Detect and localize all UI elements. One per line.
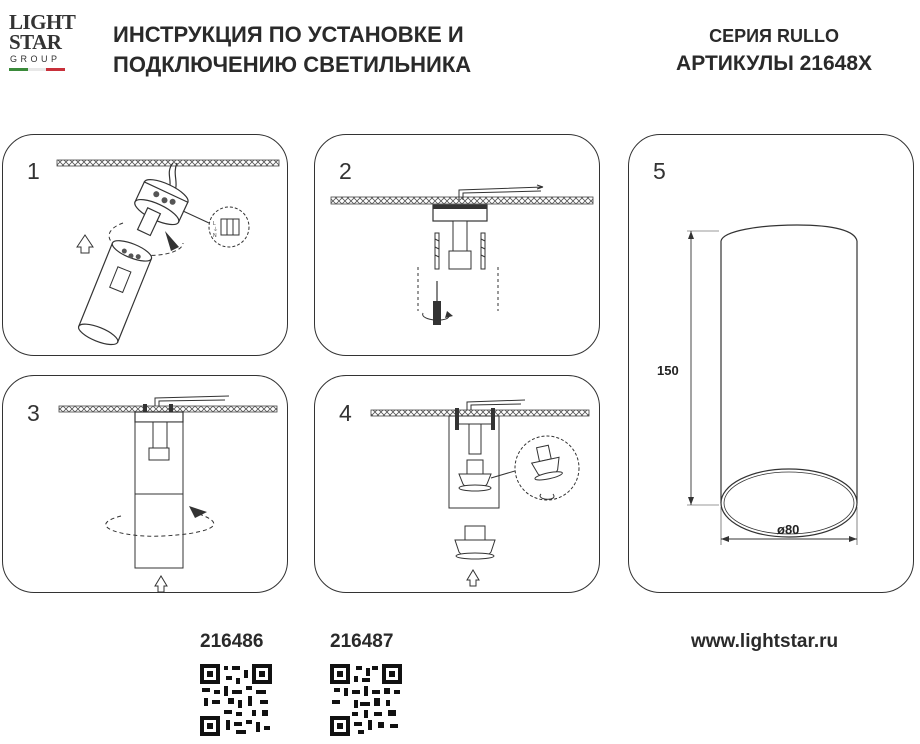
series-block: СЕРИЯ RULLO АРТИКУЛЫ 21648X <box>676 22 872 78</box>
wire <box>458 184 544 200</box>
article-code-1: 216486 <box>200 631 264 652</box>
article-code-2: 216487 <box>330 631 394 652</box>
ceiling <box>370 409 590 417</box>
arrow-head-icon <box>165 231 179 251</box>
step-number: 5 <box>653 158 666 184</box>
terminal-label-n: N <box>213 233 217 239</box>
step-4-illustration <box>370 399 590 587</box>
up-arrow-icon <box>76 234 94 254</box>
wall-plug-icon <box>433 301 441 325</box>
step-number: 1 <box>27 158 40 184</box>
step-1-panel: 1 L ⏚ N <box>2 134 288 356</box>
up-arrow-icon <box>154 575 168 593</box>
dimensions-drawing: 150 ø80 <box>657 224 858 545</box>
screw-icon <box>480 232 486 270</box>
step-5-panel: 5 150 ø80 <box>628 134 914 593</box>
mounting-cap-icon <box>134 179 189 237</box>
website-link[interactable]: www.lightstar.ru <box>691 631 839 652</box>
step-1-illustration: L ⏚ N <box>56 159 280 346</box>
title-line-2: ПОДКЛЮЧЕНИЮ СВЕТИЛЬНИКА <box>113 52 472 77</box>
ceiling <box>58 405 278 413</box>
gu10-bulb-icon <box>458 459 492 492</box>
lamp-body-icon <box>77 240 153 346</box>
series-name: СЕРИЯ RULLO <box>709 26 839 46</box>
step-2-illustration <box>330 184 594 325</box>
lightstar-logo: LIGHT STAR GROUP <box>9 10 76 90</box>
step-4-panel: 4 <box>314 375 600 593</box>
step-number: 3 <box>27 400 40 426</box>
ceiling <box>56 159 280 167</box>
step-number: 2 <box>339 158 352 184</box>
ceiling <box>330 196 594 205</box>
title-line-1: ИНСТРУКЦИЯ ПО УСТАНОВКЕ И <box>113 22 464 47</box>
screw-icon <box>434 232 440 270</box>
qr-code-216486-icon[interactable] <box>200 664 272 736</box>
gu10-bulb-icon <box>454 525 496 560</box>
lamp-bottom-outline <box>720 468 858 538</box>
step-3-panel: 3 <box>2 375 288 593</box>
height-label: 150 <box>657 363 679 378</box>
logo-line-2: STAR <box>9 30 62 54</box>
up-arrow-icon <box>466 569 480 587</box>
terminal-label-ground: ⏚ <box>213 226 218 233</box>
rotation-arrow <box>105 513 215 537</box>
step-number: 4 <box>339 400 352 426</box>
logo-line-3: GROUP <box>10 54 61 64</box>
diameter-label: ø80 <box>777 522 799 537</box>
logo-line-1: LIGHT <box>9 10 76 34</box>
mounting-cap-icon <box>134 411 184 423</box>
terminal-label-l: L <box>213 221 216 227</box>
articles-number: АРТИКУЛЫ 21648X <box>676 52 872 75</box>
page-title: ИНСТРУКЦИЯ ПО УСТАНОВКЕ И ПОДКЛЮЧЕНИЮ СВ… <box>113 20 471 80</box>
step-3-illustration <box>58 395 278 593</box>
gu10-bulb-icon <box>530 444 563 481</box>
step-2-panel: 2 <box>314 134 600 356</box>
qr-code-216487-icon[interactable] <box>330 664 402 736</box>
logo-flag-stripe <box>9 68 66 71</box>
